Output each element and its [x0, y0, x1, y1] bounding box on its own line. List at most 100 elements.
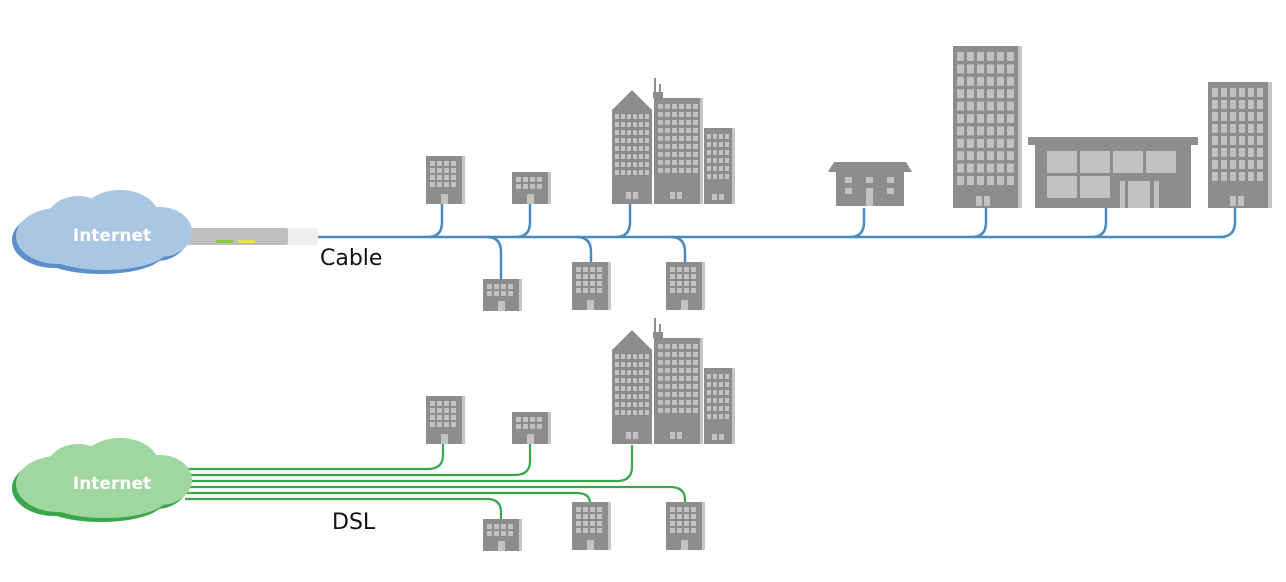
window — [967, 176, 974, 185]
window — [1248, 100, 1254, 109]
cable-modem-icon — [180, 228, 318, 245]
window — [1230, 148, 1236, 157]
cable-drop — [486, 235, 503, 279]
window — [977, 163, 984, 173]
internet-cloud-icon: Internet — [12, 438, 192, 522]
window — [987, 101, 994, 111]
window — [1221, 88, 1227, 97]
window — [1230, 88, 1236, 97]
dsl-lines — [185, 443, 687, 519]
cable-label: Cable — [320, 246, 382, 271]
window — [987, 151, 994, 161]
dsl-cloud-label: Internet — [73, 474, 151, 494]
window — [997, 163, 1004, 173]
window — [1248, 148, 1254, 157]
window — [1212, 124, 1218, 133]
window — [1221, 100, 1227, 109]
dsl-line — [185, 485, 687, 503]
cable-drop — [427, 204, 444, 239]
window — [997, 76, 1004, 86]
tower-building-icon — [953, 46, 1022, 208]
window — [1239, 124, 1245, 133]
window — [967, 126, 974, 136]
window — [967, 101, 974, 111]
window — [1212, 148, 1218, 157]
window — [977, 126, 984, 136]
window — [957, 114, 964, 123]
window — [1230, 172, 1236, 181]
window — [1248, 136, 1254, 145]
window — [957, 138, 964, 148]
window — [967, 64, 974, 74]
dsl-label: DSL — [332, 510, 376, 535]
window — [1230, 160, 1236, 169]
window — [1230, 136, 1236, 145]
window — [1257, 136, 1263, 145]
window — [1007, 176, 1014, 185]
window — [987, 114, 994, 123]
dsl-line — [185, 443, 532, 477]
window — [1221, 124, 1227, 133]
window — [987, 52, 994, 61]
building-icon — [426, 156, 465, 204]
window — [1257, 100, 1263, 109]
window — [977, 76, 984, 86]
window — [1007, 114, 1014, 123]
cable-drop — [576, 235, 593, 263]
window — [1212, 100, 1218, 109]
window — [997, 52, 1004, 61]
window — [957, 76, 964, 86]
window — [977, 176, 984, 185]
cable-drop — [971, 208, 988, 239]
window — [1239, 160, 1245, 169]
window — [1230, 124, 1236, 133]
window — [967, 114, 974, 123]
window — [1007, 101, 1014, 111]
window — [997, 64, 1004, 74]
window — [967, 151, 974, 161]
window — [987, 138, 994, 148]
window — [1007, 64, 1014, 74]
window — [1239, 136, 1245, 145]
window — [967, 52, 974, 61]
window — [1221, 148, 1227, 157]
building-icon — [512, 412, 551, 444]
window — [997, 151, 1004, 161]
window — [977, 151, 984, 161]
cable-drop — [615, 204, 632, 239]
window — [977, 52, 984, 61]
window — [1212, 88, 1218, 97]
window — [957, 151, 964, 161]
dsl-line — [185, 497, 503, 519]
window — [1248, 124, 1254, 133]
window — [1221, 160, 1227, 169]
cable-drop — [670, 235, 687, 263]
window — [957, 101, 964, 111]
window — [1239, 172, 1245, 181]
window — [967, 89, 974, 99]
window — [1221, 172, 1227, 181]
window — [1239, 148, 1245, 157]
window — [1257, 160, 1263, 169]
building-icon — [572, 502, 611, 550]
window — [977, 114, 984, 123]
window — [977, 64, 984, 74]
window — [957, 89, 964, 99]
window — [997, 89, 1004, 99]
store-building-icon — [1028, 137, 1198, 208]
cable-drop — [1091, 208, 1108, 239]
window — [1239, 100, 1245, 109]
window — [1248, 88, 1254, 97]
window — [1007, 126, 1014, 136]
window — [1007, 89, 1014, 99]
building-icon — [666, 502, 705, 550]
window — [957, 163, 964, 173]
window — [987, 76, 994, 86]
window — [1248, 160, 1254, 169]
building-icon — [483, 279, 522, 311]
window — [987, 64, 994, 74]
tall-office-building-icon — [1208, 82, 1272, 208]
window — [987, 176, 994, 185]
window — [1257, 124, 1263, 133]
